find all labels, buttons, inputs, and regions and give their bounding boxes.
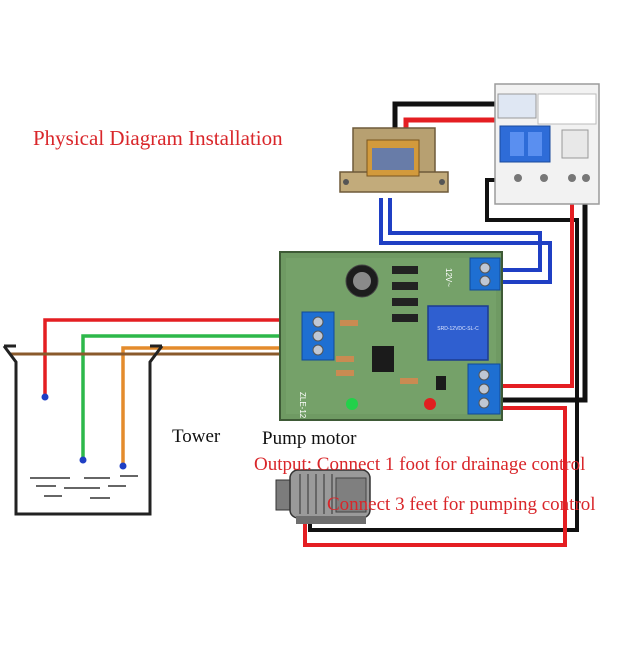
relay-icon [427,305,489,361]
control-board: SRD-12VDC-SL-C ZLE-12 12V~ [279,251,503,421]
red-sensor-wire [43,318,304,396]
blue-wire-1 [379,198,552,284]
diodes [392,266,418,322]
blue-wire-2 [388,198,542,272]
black-wire-breaker-out [308,178,579,532]
pumping-output-label: Connect 3 feet for pumping control [327,494,596,515]
transformer-icon [339,127,449,193]
output-terminal-block [467,363,501,415]
probe-common [79,456,87,464]
pump-motor-label: Pump motor [262,428,357,449]
wires [10,101,588,547]
water-tank-icon [2,344,164,516]
orange-sensor-wire [121,346,304,466]
sensor-terminal-block [301,311,335,361]
pump-motor-icon [275,469,371,524]
relay-text: SRD-12VDC-SL-C [437,326,479,332]
resistors [336,320,418,384]
ic-chip [372,346,394,372]
tower-label: Tower [172,426,221,447]
diagram-title: Physical Diagram Installation [33,126,283,150]
drainage-output-label: Output: Connect 1 foot for drainage cont… [254,454,586,475]
board-mark-top: 12V~ [444,268,453,287]
led-red-icon [424,398,436,410]
power-terminal-block [469,257,501,291]
black-wire-right [498,186,588,403]
circuit-breaker-icon [494,83,600,205]
green-sensor-wire [81,334,304,460]
led-green-icon [346,398,358,410]
probe-low [119,462,127,470]
red-wire-outlet [303,406,567,547]
red-wire-right [498,186,574,388]
board-mark-bottom: ZLE-12 [298,392,307,419]
probe-high [41,393,49,401]
